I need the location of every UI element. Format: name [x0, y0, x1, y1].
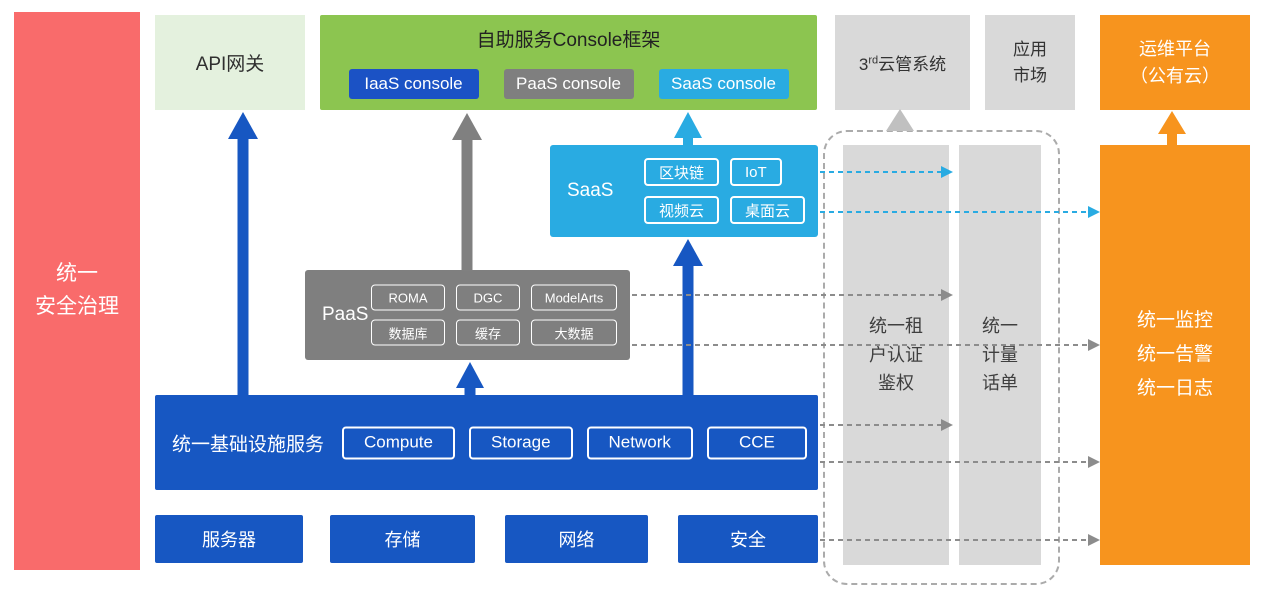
infra-item-network: Network: [586, 426, 693, 459]
saas-label: SaaS: [567, 180, 614, 201]
infrastructure-label: 统一基础设施服务: [172, 434, 325, 455]
paas-label: PaaS: [322, 304, 369, 325]
infrastructure-panel: 统一基础设施服务 Compute Storage Network CCE: [155, 395, 818, 490]
bottom-box-server: 服务器: [155, 515, 303, 563]
om-pillar: 统一监控 统一告警 统一日志: [1100, 145, 1250, 565]
api-gateway-label: API网关: [195, 54, 265, 75]
metering-pillar-line: 话单: [982, 373, 1018, 394]
infrastructure-items: Compute Storage Network CCE: [342, 426, 807, 459]
paas-item-database: 数据库: [371, 319, 445, 346]
infra-item-cce: CCE: [706, 426, 807, 459]
auth-pillar-line: 统一租: [869, 315, 923, 336]
arrow-infra-to-paas: [456, 362, 484, 396]
security-governance-line: 安全治理: [35, 295, 119, 318]
paas-item-bigdata: 大数据: [531, 319, 617, 346]
saas-item-desktop-cloud: 桌面云: [730, 196, 806, 224]
infra-item-storage: Storage: [468, 426, 573, 459]
infra-item-compute: Compute: [342, 426, 455, 459]
auth-pillar: 统一租 户认证 鉴权: [843, 145, 949, 565]
paas-items: ROMA DGC ModelArts 数据库 缓存 大数据: [371, 284, 617, 346]
console-framework-title: 自助服务Console框架: [476, 30, 661, 51]
paas-panel: PaaS ROMA DGC ModelArts 数据库 缓存 大数据: [305, 270, 630, 360]
saas-item-blockchain: 区块链: [644, 158, 720, 186]
om-platform-box: 运维平台 （公有云）: [1100, 15, 1250, 110]
arrow-infra-to-saas: [673, 239, 703, 396]
paas-item-cache: 缓存: [456, 319, 520, 346]
auth-pillar-line: 鉴权: [878, 373, 914, 394]
om-platform-line: （公有云）: [1130, 65, 1220, 86]
arrow-om-pillar-to-om-platform: [1158, 111, 1186, 146]
saas-items: 区块链 IoT 视频云 桌面云: [644, 158, 806, 224]
third-party-label: 3rd云管系统: [858, 54, 947, 74]
bottom-box-network: 网络: [505, 515, 648, 563]
om-platform-line: 运维平台: [1139, 38, 1211, 59]
paas-item-modelarts: ModelArts: [531, 284, 617, 311]
om-pillar-line: 统一日志: [1136, 378, 1213, 400]
security-governance-line: 统一: [56, 262, 98, 286]
console-buttons-row: IaaS console PaaS console SaaS console: [320, 69, 817, 99]
auth-pillar-line: 户认证: [869, 344, 923, 365]
paas-item-dgc: DGC: [456, 284, 520, 311]
arrow-infra-to-api-gateway: [228, 112, 258, 396]
app-market-line: 市场: [1013, 65, 1047, 85]
third-party-cloud-mgmt-box: 3rd云管系统: [835, 15, 970, 110]
metering-pillar-line: 统一: [982, 315, 1018, 336]
console-framework-panel: 自助服务Console框架 IaaS console PaaS console …: [320, 15, 817, 110]
metering-pillar-line: 计量: [982, 344, 1018, 365]
om-pillar-line: 统一告警: [1136, 343, 1213, 365]
bottom-box-storage: 存储: [330, 515, 475, 563]
saas-item-video-cloud: 视频云: [644, 196, 720, 224]
arrow-pillars-to-third-party: [886, 109, 914, 131]
paas-console-button: PaaS console: [503, 69, 634, 99]
om-pillar-line: 统一监控: [1136, 309, 1213, 331]
security-governance-bar: 统一 安全治理: [14, 12, 140, 570]
bottom-box-security: 安全: [678, 515, 818, 563]
app-market-line: 应用: [1013, 40, 1047, 59]
paas-item-roma: ROMA: [371, 284, 445, 311]
api-gateway-box: API网关: [155, 15, 305, 110]
metering-pillar: 统一 计量 话单: [959, 145, 1041, 565]
iaas-console-button: IaaS console: [348, 69, 479, 99]
saas-item-iot: IoT: [730, 158, 782, 186]
saas-console-button: SaaS console: [658, 69, 789, 99]
arrow-paas-to-console: [452, 113, 482, 271]
arrow-saas-to-console: [674, 112, 702, 146]
app-market-box: 应用 市场: [985, 15, 1075, 110]
tenant-services-dashed-container: [823, 130, 1060, 585]
saas-panel: SaaS 区块链 IoT 视频云 桌面云: [550, 145, 818, 237]
